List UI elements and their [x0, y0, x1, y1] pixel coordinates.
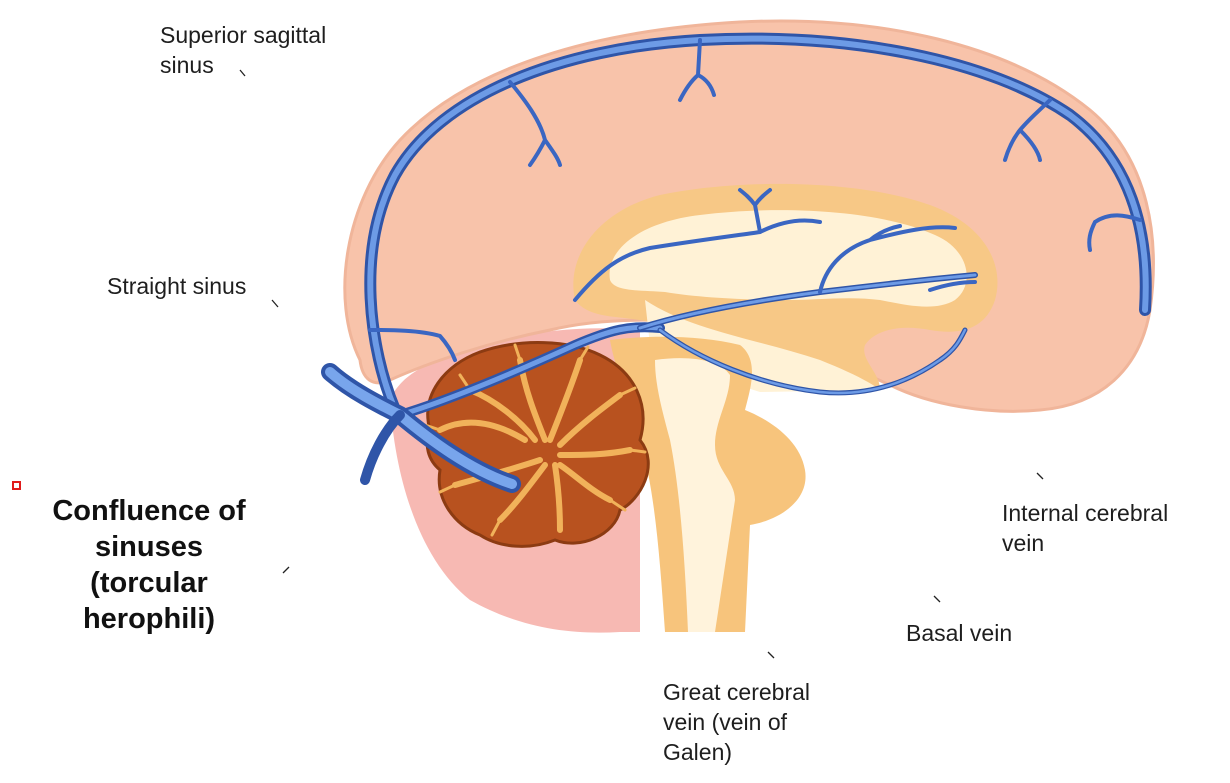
label-confluence-of-sinuses: Confluence of sinuses (torcular herophil… [4, 493, 294, 637]
label-line: (torcular [4, 565, 294, 601]
label-superior-sagittal-sinus: Superior sagittal sinus [160, 20, 326, 80]
leader-internal-cerebral [1037, 473, 1043, 479]
label-line: Superior sagittal [160, 20, 326, 50]
label-great-cerebral-vein: Great cerebral vein (vein of Galen) [663, 677, 810, 767]
leader-straight-sinus [272, 300, 278, 307]
leader-basal-vein [934, 596, 940, 602]
label-straight-sinus: Straight sinus [107, 271, 246, 301]
label-line: vein [1002, 528, 1168, 558]
label-line: herophili) [4, 601, 294, 637]
cerebellum [425, 343, 648, 547]
label-internal-cerebral-vein: Internal cerebral vein [1002, 498, 1168, 558]
label-line: Confluence of [4, 493, 294, 529]
label-line: sinuses [4, 529, 294, 565]
red-square-marker [12, 481, 21, 490]
label-basal-vein: Basal vein [906, 618, 1012, 648]
label-line: vein (vein of [663, 707, 810, 737]
label-line: Internal cerebral [1002, 498, 1168, 528]
label-line: Great cerebral [663, 677, 810, 707]
label-line: sinus [160, 50, 326, 80]
label-line: Basal vein [906, 618, 1012, 648]
label-line: Straight sinus [107, 271, 246, 301]
label-line: Galen) [663, 737, 810, 767]
leader-great-cerebral [768, 652, 774, 658]
